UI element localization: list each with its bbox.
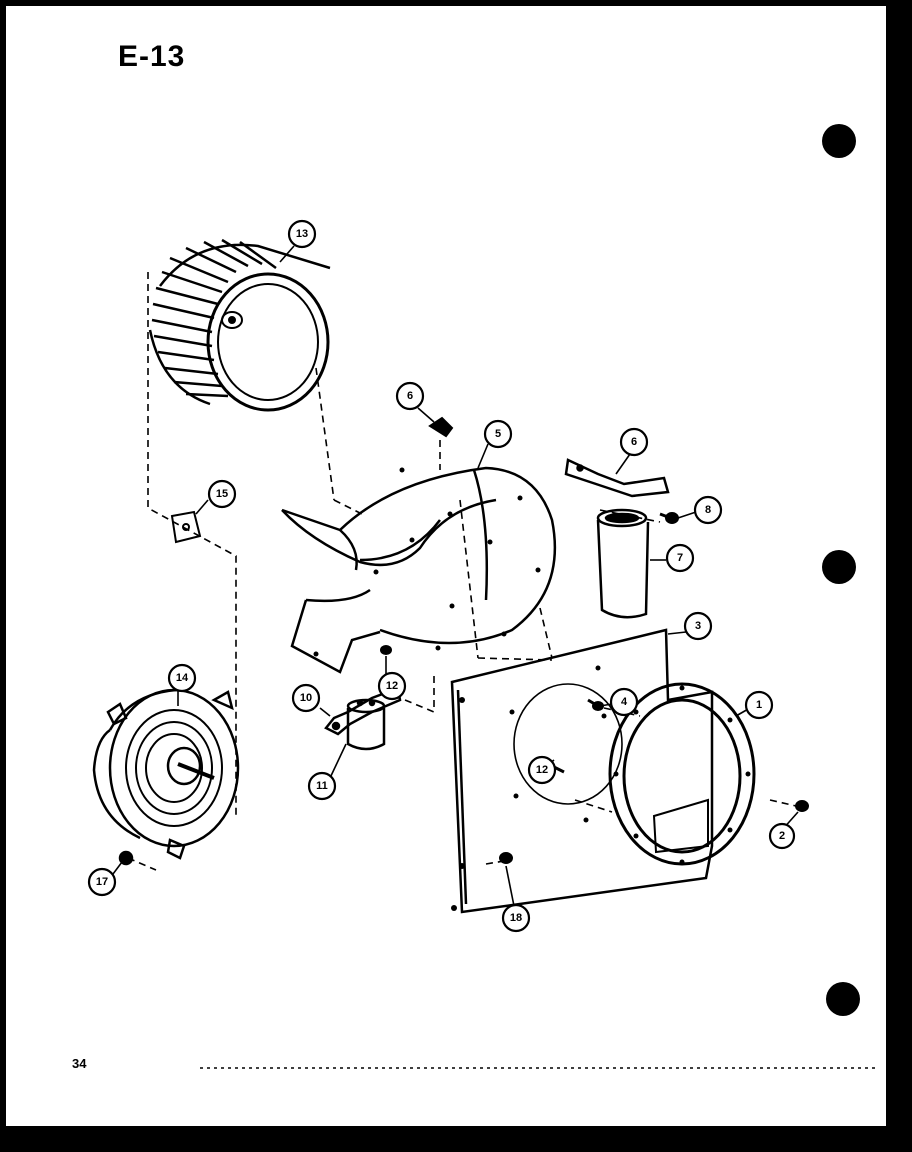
callout-3: 3 <box>683 611 713 641</box>
binder-hole-top <box>822 124 856 158</box>
fastener-screws <box>380 645 809 864</box>
alignment-lines <box>127 272 797 871</box>
callout-8-label: 8 <box>705 504 711 516</box>
callout-10-label: 10 <box>300 692 312 704</box>
binder-hole-middle <box>822 550 856 584</box>
blower-wheel <box>148 238 331 412</box>
run-capacitor <box>596 508 650 619</box>
callout-2: 2 <box>768 822 796 850</box>
callout-4-label: 4 <box>621 696 628 708</box>
callout-3-label: 3 <box>695 620 701 632</box>
blower-housing <box>281 466 557 674</box>
callout-14-label: 14 <box>176 672 189 684</box>
binder-hole-bottom <box>826 982 860 1016</box>
page-number: 34 <box>72 1056 87 1071</box>
leader-lines <box>109 245 799 907</box>
orifice-ring <box>608 682 756 866</box>
callout-10: 10 <box>291 683 321 713</box>
callout-15: 15 <box>207 479 237 509</box>
callout-4: 4 <box>609 687 639 717</box>
callout-14: 14 <box>167 663 197 693</box>
callout-7: 7 <box>665 543 695 573</box>
callout-8: 8 <box>693 495 723 525</box>
mounting-bracket <box>564 458 670 498</box>
callout-13: 13 <box>287 219 317 249</box>
callout-17: 17 <box>87 867 117 897</box>
callout-15-label: 15 <box>216 488 228 500</box>
callout-11: 11 <box>307 771 337 801</box>
parts-sheet <box>6 6 886 1126</box>
start-capacitor <box>346 698 386 751</box>
callout-17-label: 17 <box>96 876 108 888</box>
callout-1-label: 1 <box>756 699 762 711</box>
screw <box>659 512 679 524</box>
callout-12-housing: 12 <box>377 671 407 701</box>
motor-mount-plate <box>170 510 202 544</box>
blower-panel <box>450 628 714 914</box>
callout-12-housing-label: 12 <box>386 680 398 692</box>
callout-1: 1 <box>744 690 774 720</box>
callout-18-label: 18 <box>510 912 522 924</box>
callout-5-label: 5 <box>495 428 501 440</box>
callout-12-panel: 12 <box>527 755 557 785</box>
clip <box>428 416 454 438</box>
callout-6-bracket: 6 <box>619 427 649 457</box>
callout-6-clip-label: 6 <box>407 390 413 402</box>
callout-6-bracket-label: 6 <box>631 436 637 448</box>
callout-5: 5 <box>483 419 513 449</box>
callout-2-label: 2 <box>779 830 785 842</box>
figure-title: E-13 <box>118 40 186 73</box>
callout-18: 18 <box>501 903 531 933</box>
callout-13-label: 13 <box>296 228 308 240</box>
callout-6-clip: 6 <box>395 381 425 411</box>
callout-12-panel-label: 12 <box>536 764 548 776</box>
callout-11-label: 11 <box>316 780 328 792</box>
callout-7-label: 7 <box>677 552 683 564</box>
blower-motor <box>92 688 240 866</box>
